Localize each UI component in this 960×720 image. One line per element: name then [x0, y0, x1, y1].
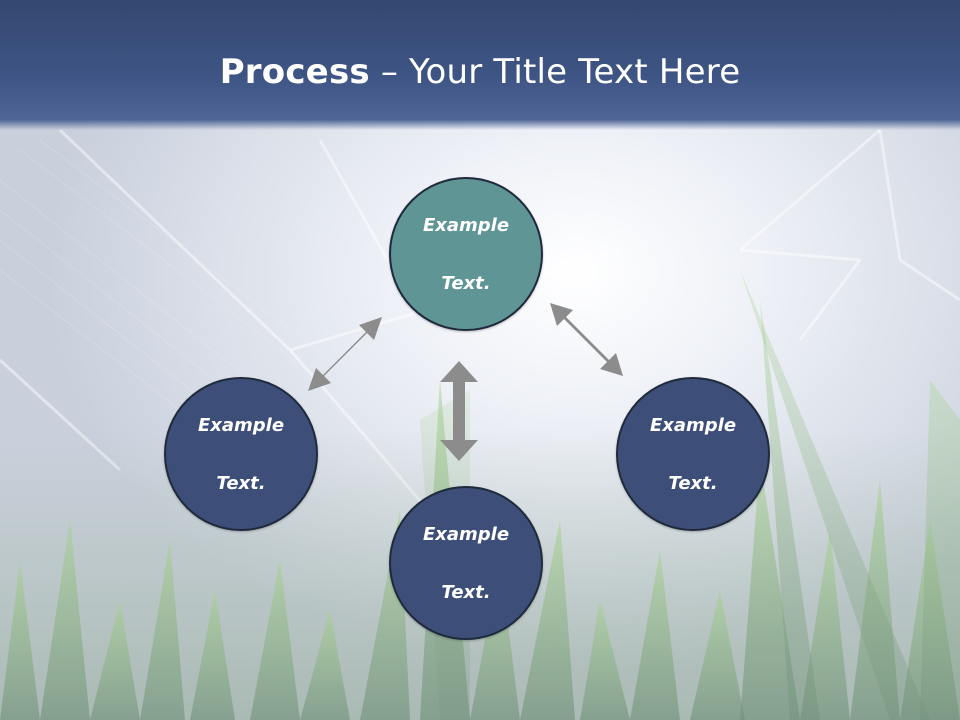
title-rest: – Your Title Text Here	[369, 52, 741, 92]
node-bottom-line1: Example	[422, 523, 510, 545]
title-bold-part: Process	[219, 52, 370, 92]
slide-title: Process – Your Title Text Here	[0, 52, 960, 92]
node-right-line2: Text.	[668, 472, 718, 494]
node-top-line1: Example	[422, 214, 510, 236]
node-top-line2: Text.	[441, 272, 491, 294]
node-bottom-line2: Text.	[441, 581, 491, 603]
node-left-line1: Example	[197, 414, 285, 436]
title-bar	[0, 0, 960, 130]
double-arrow-top-bottom	[440, 361, 478, 461]
node-left-line2: Text.	[216, 472, 266, 494]
double-arrow-top-left	[308, 317, 382, 391]
node-right-line1: Example	[649, 414, 737, 436]
double-arrow-top-right	[550, 303, 623, 376]
